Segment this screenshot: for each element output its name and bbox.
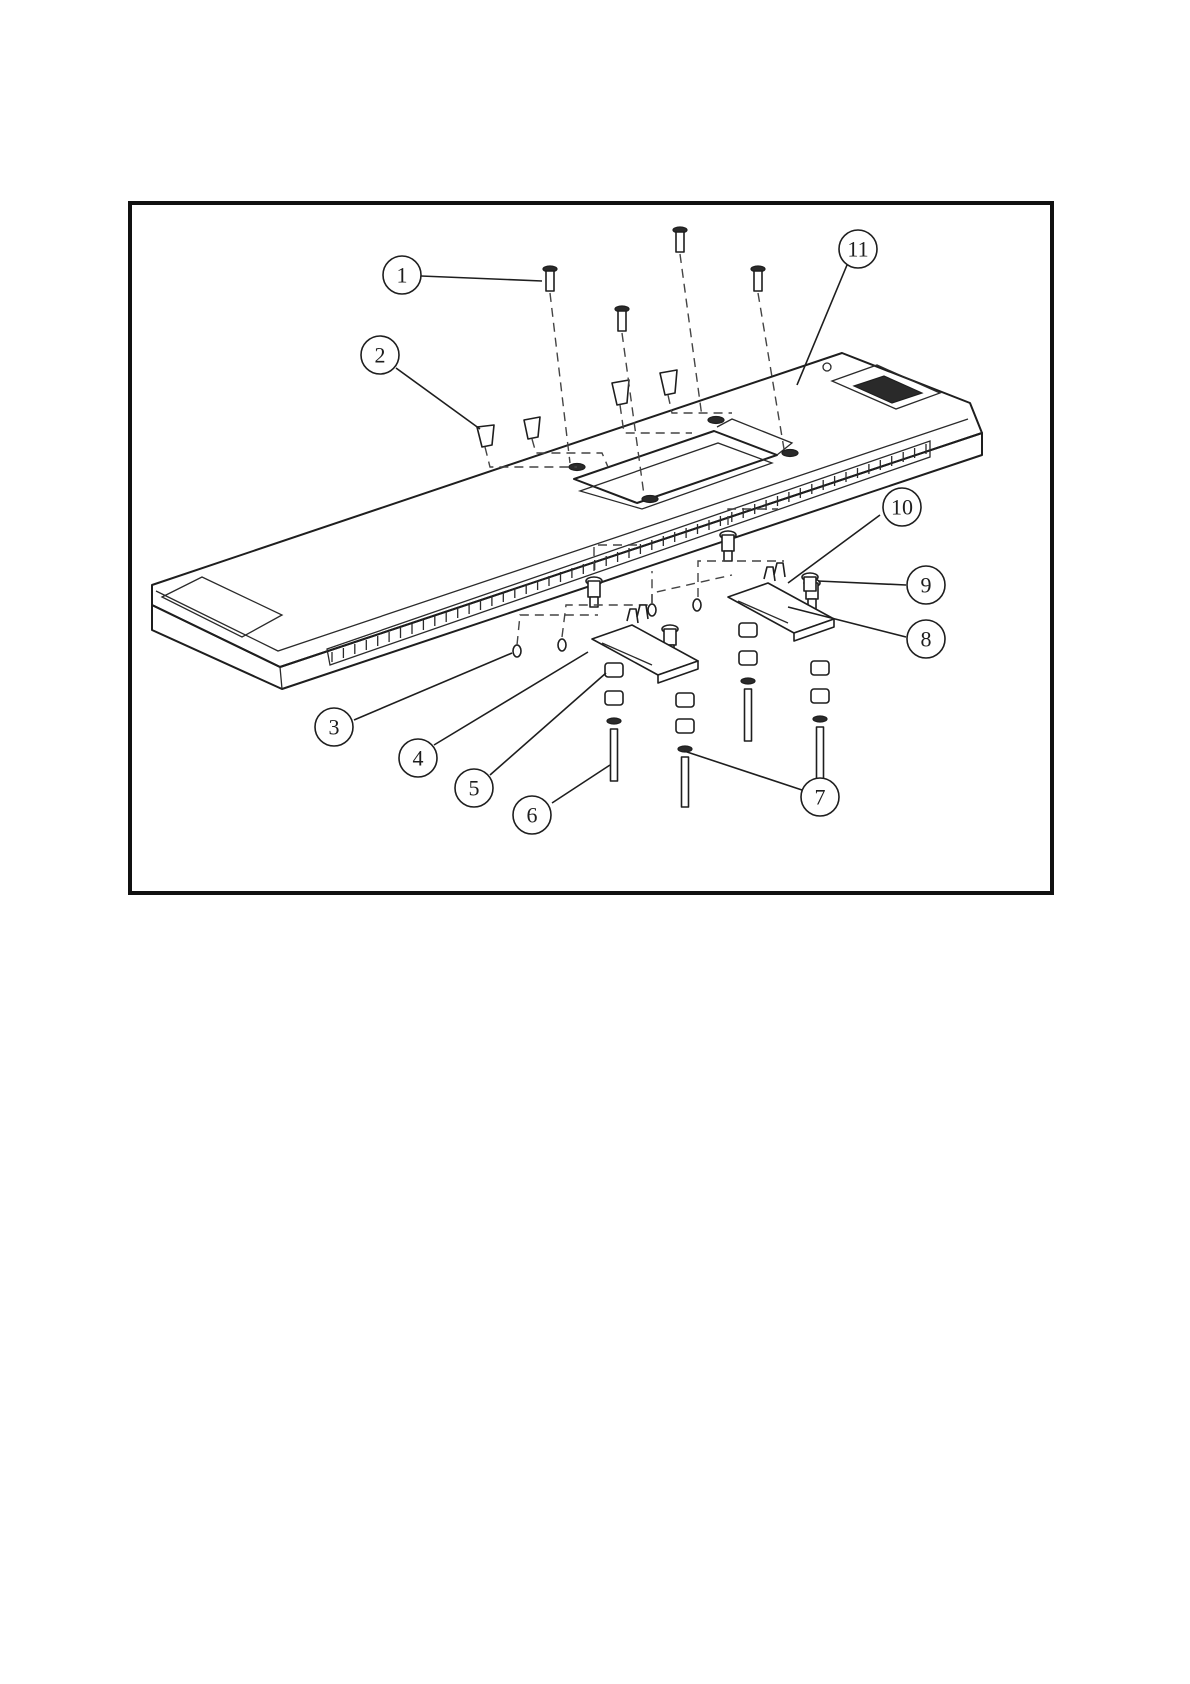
callout-11: 11 <box>839 230 877 268</box>
callout-4-number: 4 <box>413 746 424 771</box>
callout-2: 2 <box>361 336 399 374</box>
callout-3-number: 3 <box>329 715 340 740</box>
callout-6-number: 6 <box>527 803 538 828</box>
callout-1-number: 1 <box>397 263 408 288</box>
exploded-view-frame: 1 2 3 4 5 6 7 8 9 10 11 <box>128 201 1054 895</box>
callout-8-number: 8 <box>921 627 932 652</box>
lower-assembly <box>513 509 834 807</box>
callout-11-number: 11 <box>847 237 868 262</box>
callout-9-number: 9 <box>921 573 932 598</box>
keyboard-panel <box>152 353 982 689</box>
callout-10: 10 <box>883 488 921 526</box>
clips <box>477 370 677 447</box>
callout-6: 6 <box>513 796 551 834</box>
callout-8: 8 <box>907 620 945 658</box>
callout-5-number: 5 <box>469 776 480 801</box>
callout-10-number: 10 <box>891 495 913 520</box>
callout-1: 1 <box>383 256 421 294</box>
top-screws <box>543 227 765 331</box>
callout-3: 3 <box>315 708 353 746</box>
callout-9: 9 <box>907 566 945 604</box>
callout-2-number: 2 <box>375 343 386 368</box>
exploded-assembly-diagram: 1 2 3 4 5 6 7 8 9 10 11 <box>132 205 1050 891</box>
callout-5: 5 <box>455 769 493 807</box>
callout-7-number: 7 <box>815 785 826 810</box>
callout-7: 7 <box>801 778 839 816</box>
callout-4: 4 <box>399 739 437 777</box>
